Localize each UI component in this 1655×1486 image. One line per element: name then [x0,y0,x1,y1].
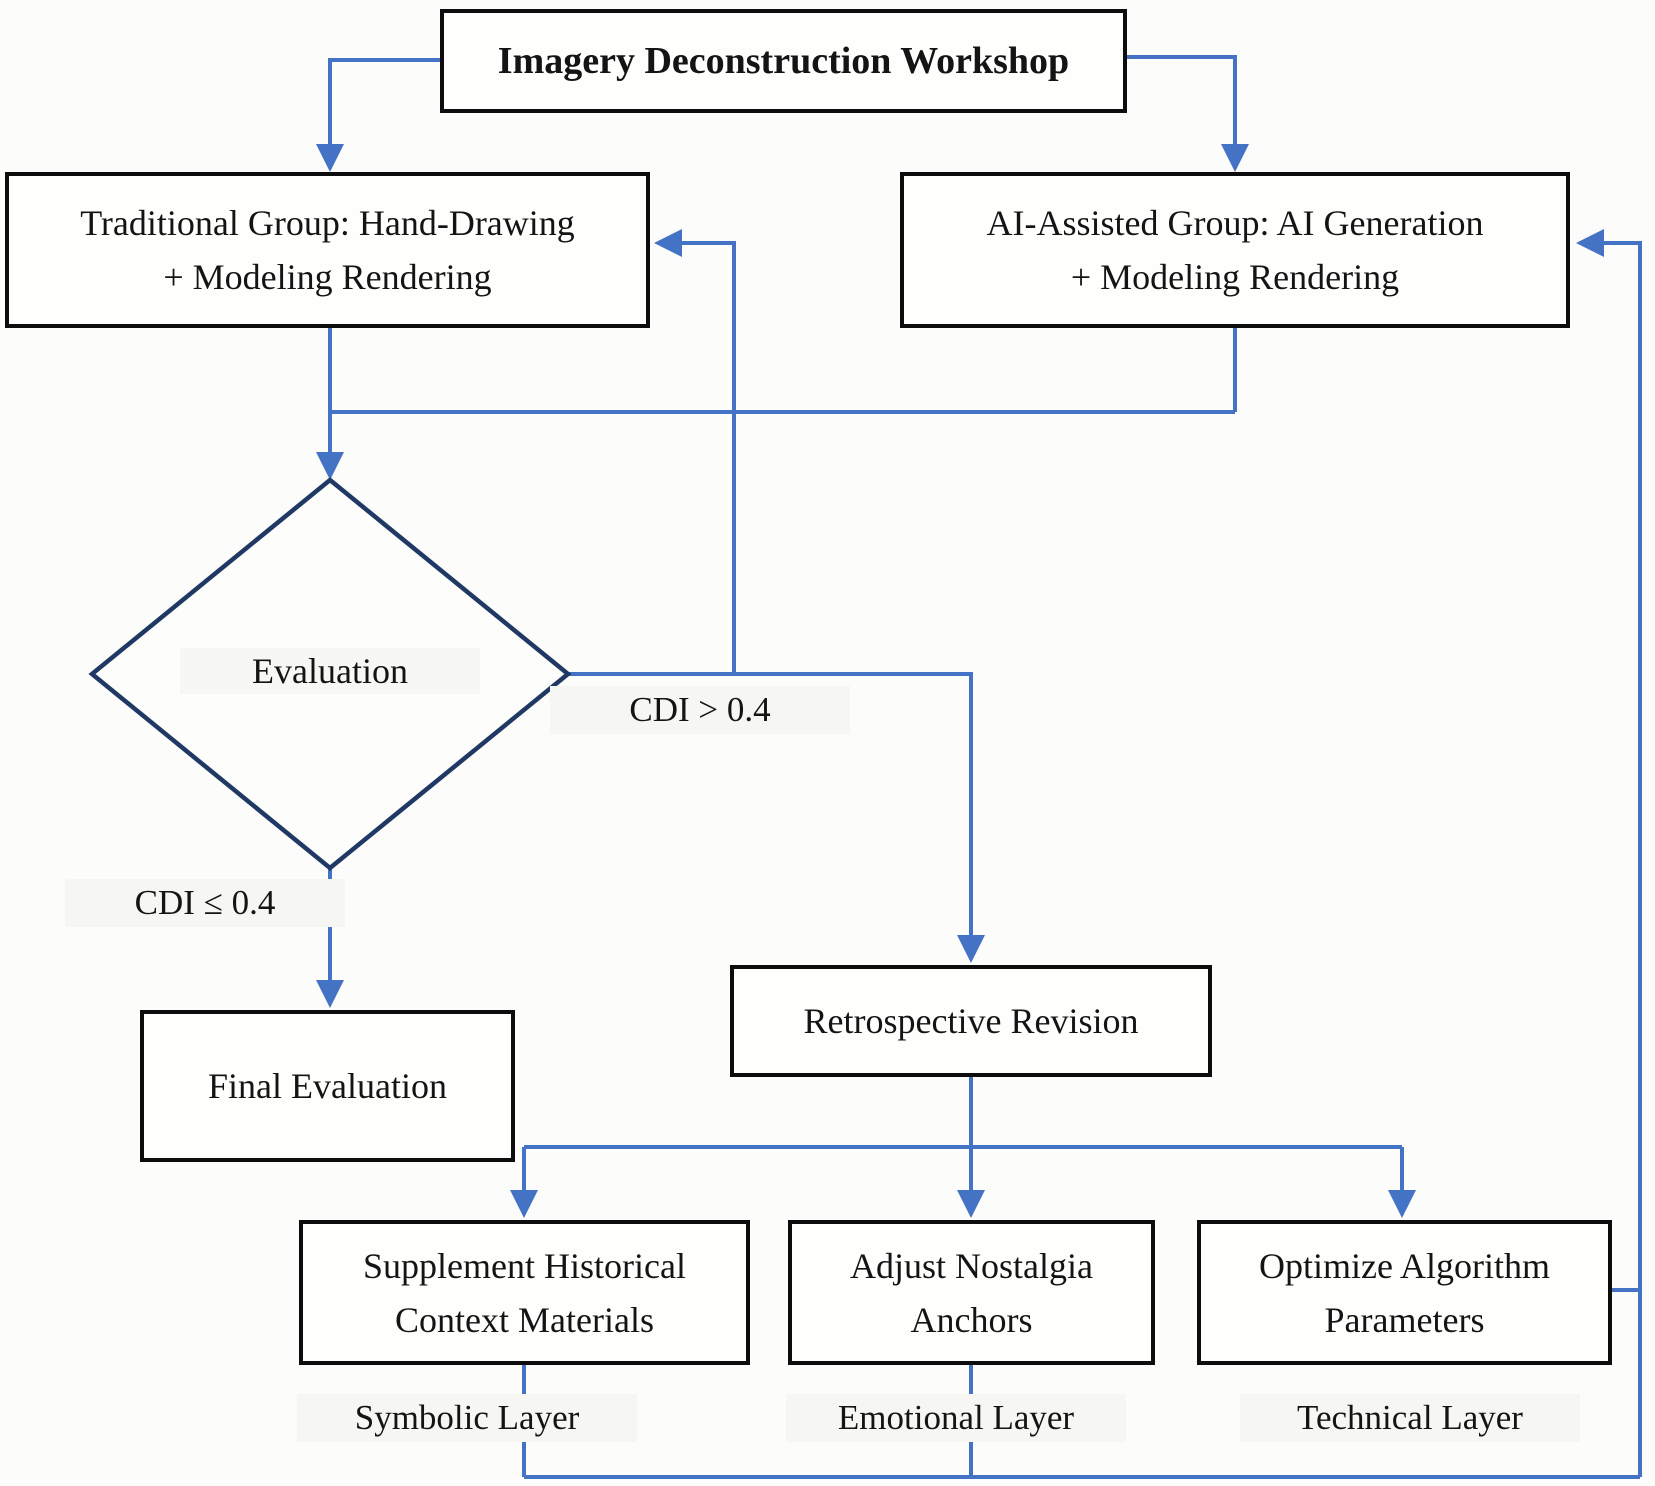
arrowhead-down-evaluation [316,452,344,480]
arrowhead-down-ai [1221,144,1249,172]
layer-label-symbolic: Symbolic Layer [297,1394,637,1442]
arrowhead-down-optimize [1388,1190,1416,1218]
node-title-text: Imagery Deconstruction Workshop [497,39,1070,82]
node-retrospective-revision: Retrospective Revision [730,965,1212,1077]
retrospective-revision-text: Retrospective Revision [803,1001,1139,1041]
adjust-line2: Anchors [910,1299,1033,1340]
ai-line1: AI-Assisted Group: AI Generation [986,203,1484,243]
arrowhead-left-traditional [654,229,682,257]
arrowhead-down-adjust [957,1190,985,1218]
edge-feedback-to-traditional [654,229,736,674]
edge-distribution-to-optimize [1388,1147,1416,1218]
edge-retrospective-to-adjust [957,1077,985,1218]
adjust-line1: Adjust Nostalgia [850,1245,1093,1286]
edge-evaluation-to-retrospective [568,672,985,963]
node-ai-assisted-group: AI-Assisted Group: AI Generation + Model… [900,172,1570,328]
optimize-line2: Parameters [1324,1299,1485,1340]
ai-line2: + Modeling Rendering [1070,257,1400,297]
final-evaluation-text: Final Evaluation [208,1066,447,1106]
decision-evaluation-label: Evaluation [180,648,480,694]
optimize-line1: Optimize Algorithm [1259,1245,1550,1286]
node-optimize-algorithm: Optimize Algorithm Parameters [1197,1220,1612,1365]
branch-label-cdi-greater: CDI > 0.4 [550,686,850,734]
node-final-evaluation: Final Evaluation [140,1010,515,1162]
node-traditional-group: Traditional Group: Hand-Drawing + Modeli… [5,172,650,328]
arrowhead-down-final [316,980,344,1008]
layer-label-technical: Technical Layer [1240,1394,1580,1442]
edge-merge-to-evaluation [316,412,344,480]
node-imagery-deconstruction-workshop: Imagery Deconstruction Workshop [440,9,1127,113]
arrowhead-down-supplement [510,1190,538,1218]
arrowhead-down-traditional [316,144,344,172]
traditional-line2: + Modeling Rendering [163,257,492,297]
edge-title-to-traditional [316,58,440,172]
supplement-line1: Supplement Historical [363,1245,686,1286]
edge-feedback-to-ai [1576,229,1642,1477]
layer-label-emotional: Emotional Layer [786,1394,1126,1442]
node-adjust-nostalgia: Adjust Nostalgia Anchors [788,1220,1155,1365]
node-supplement-historical: Supplement Historical Context Materials [299,1220,750,1365]
supplement-line2: Context Materials [395,1299,654,1340]
edge-distribution-to-supplement [510,1147,538,1218]
traditional-line1: Traditional Group: Hand-Drawing [80,203,575,243]
branch-label-cdi-less-equal: CDI ≤ 0.4 [65,879,345,927]
arrowhead-left-ai [1576,229,1604,257]
arrowhead-down-retrospective [957,935,985,963]
edge-title-to-ai [1127,55,1249,172]
